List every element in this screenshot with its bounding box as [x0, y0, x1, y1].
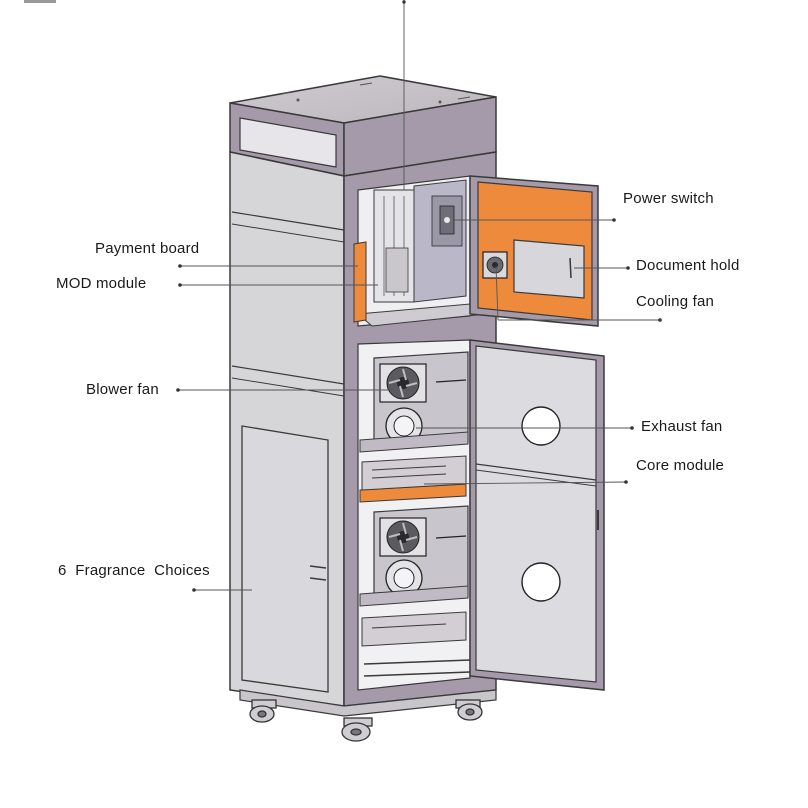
caster-wheels	[249, 699, 483, 742]
payment-board-strip	[353, 241, 367, 323]
label-exhaust-fan: Exhaust fan	[641, 418, 723, 435]
bottom-tray	[361, 611, 471, 677]
label-blower-fan: Blower fan	[86, 381, 159, 398]
fan-cassette-lower	[359, 505, 469, 607]
label-cooling-fan: Cooling fan	[636, 293, 715, 310]
leader-lines	[176, 0, 662, 592]
label-payment-board: Payment board	[95, 240, 200, 257]
core-module-tray	[361, 455, 467, 491]
electronics-compartment	[373, 179, 467, 303]
upper-door	[469, 175, 599, 327]
label-core-module: Core module	[636, 457, 725, 474]
label-fragrance-choices: 6 Fragrance Choices	[58, 562, 210, 579]
fan-cassette-upper	[359, 351, 469, 453]
corner-mark	[24, 0, 56, 3]
label-mod-module: MOD module	[56, 275, 147, 292]
label-power-switch: Power switch	[623, 190, 714, 207]
lower-door	[469, 339, 605, 691]
label-document-hold: Document hold	[636, 257, 740, 274]
cabinet-left-side	[229, 151, 345, 707]
base-plinth	[239, 689, 497, 717]
